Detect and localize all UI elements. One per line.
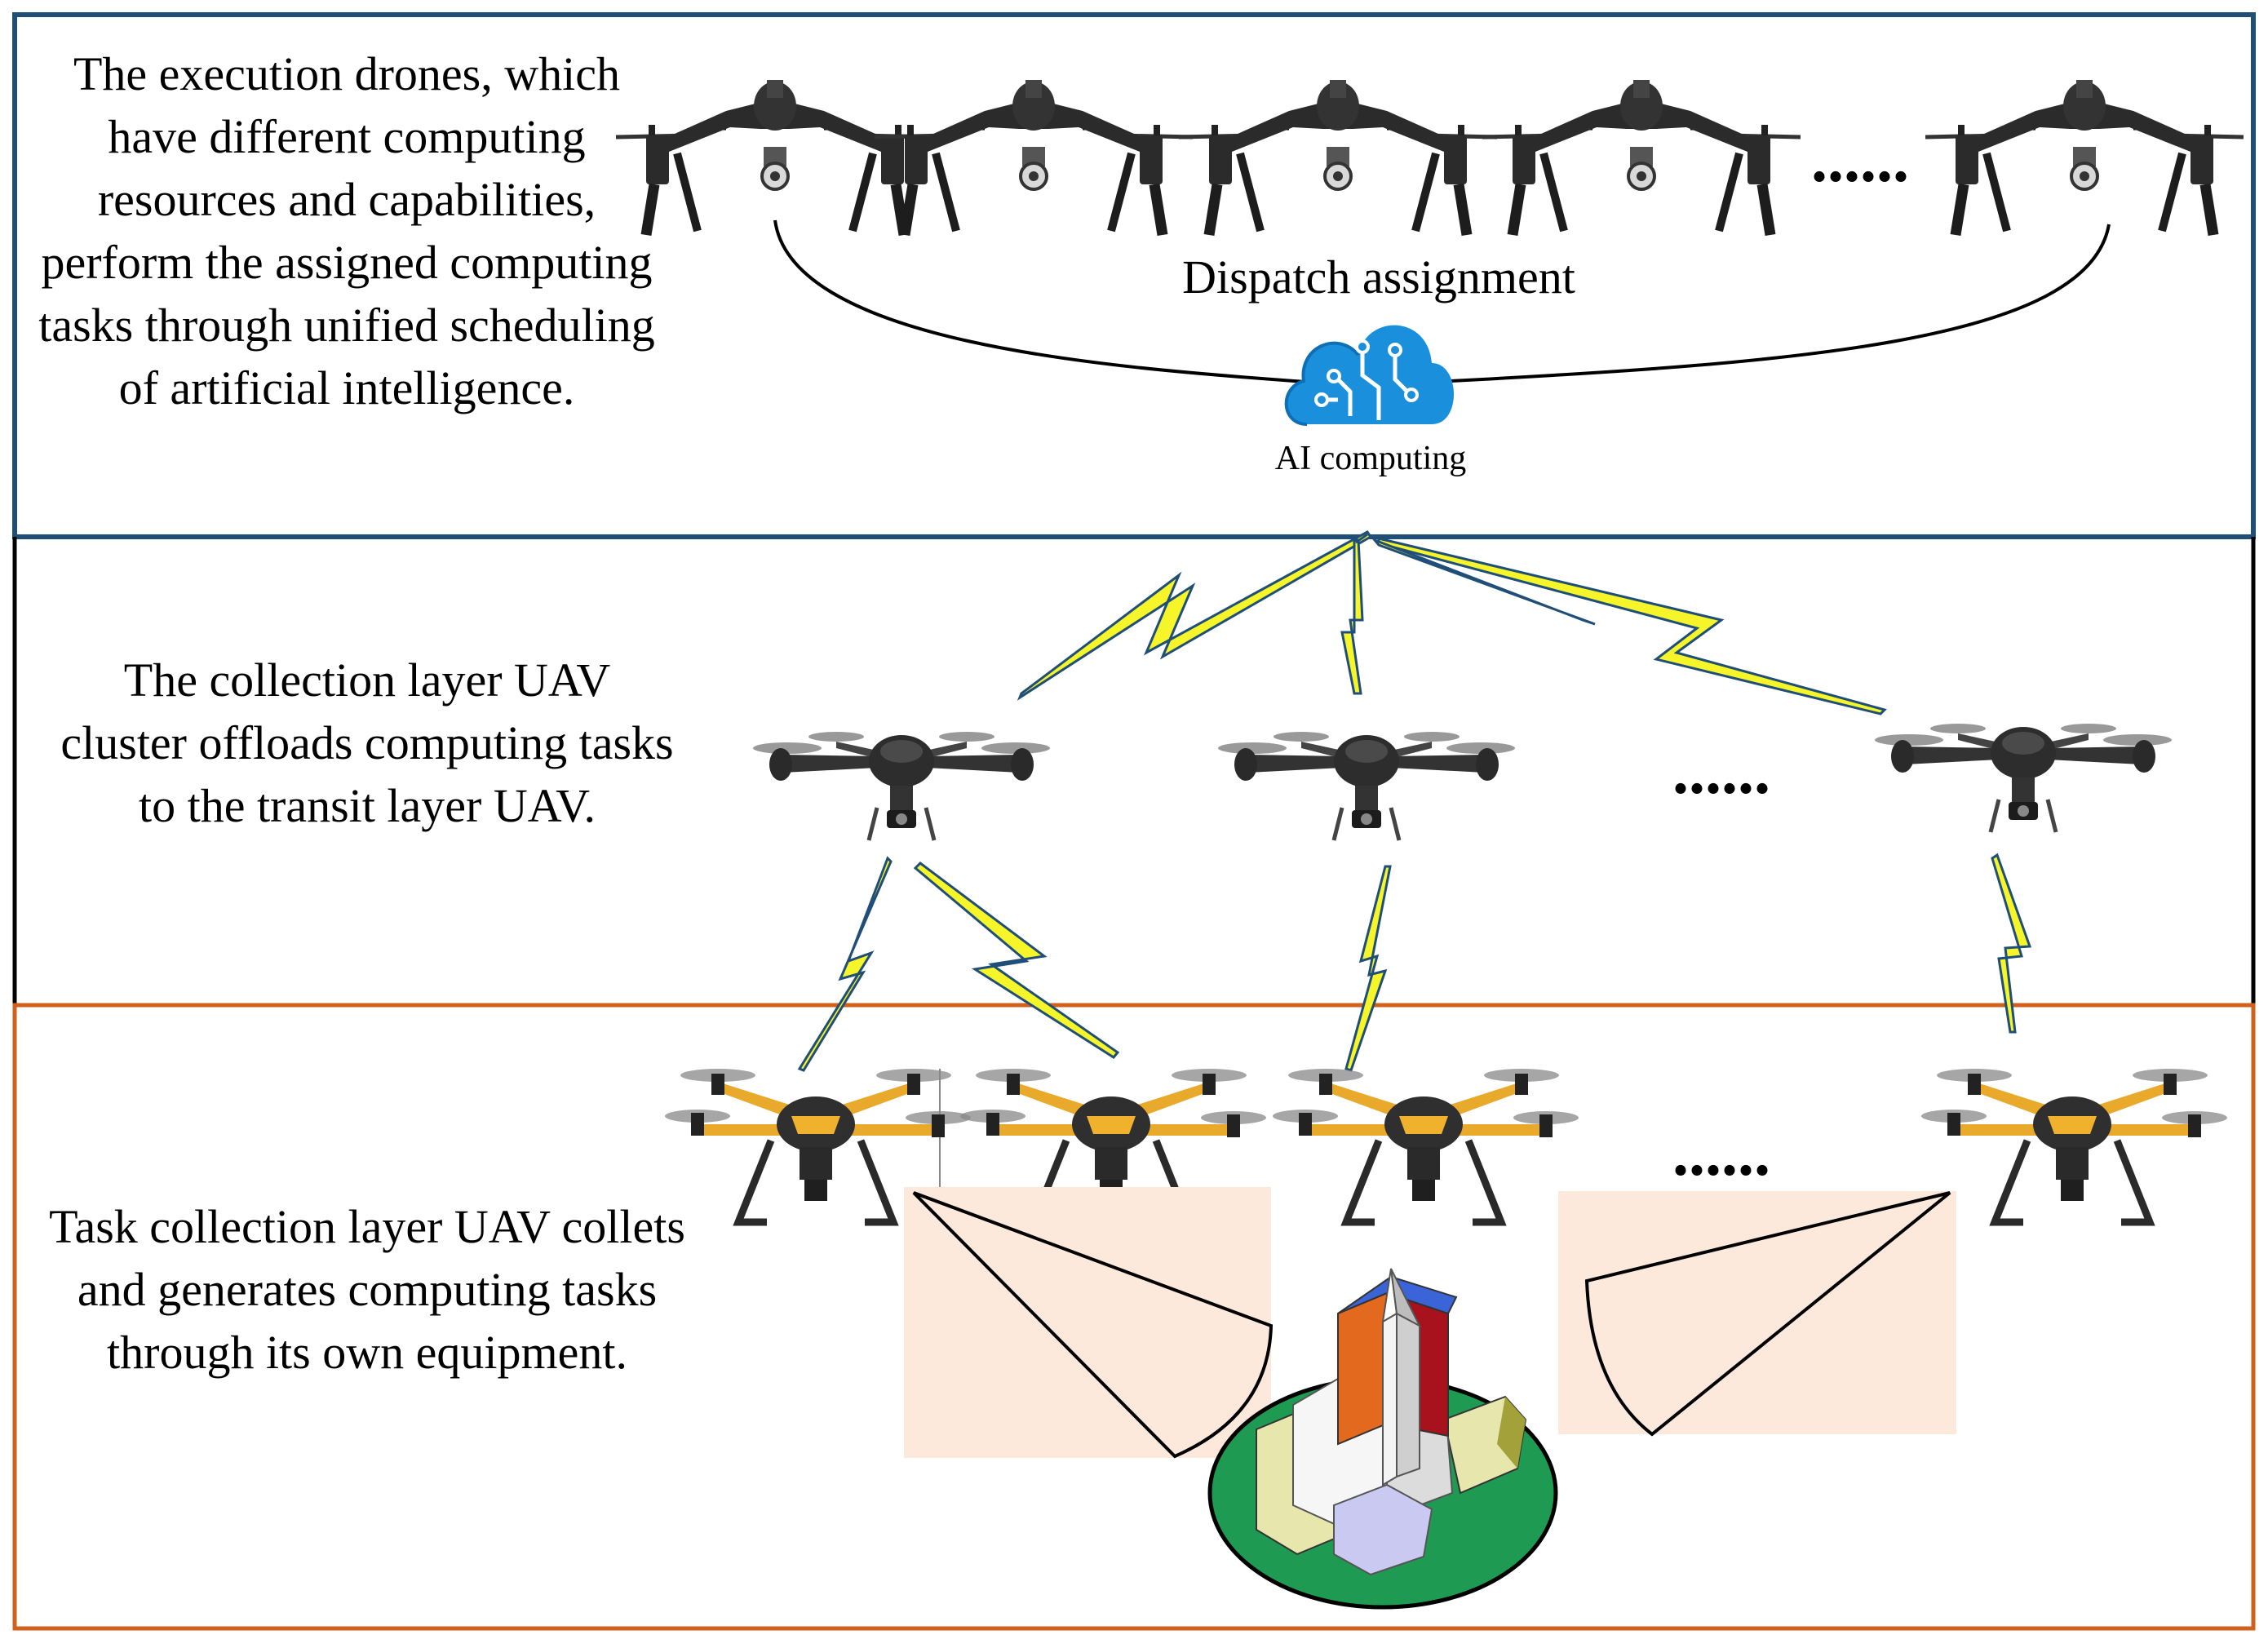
lightning-link-icon xyxy=(797,853,2032,1072)
dispatch-arc-right xyxy=(1435,224,2111,383)
link-origin xyxy=(1355,533,1368,544)
execution-drone-1 xyxy=(616,80,934,235)
sensing-area-right xyxy=(1558,1191,1956,1434)
execution-layer-border xyxy=(12,12,2256,539)
collection-layer-description: Task collection layer UAV collets and ge… xyxy=(49,1200,685,1379)
sensing-cone-right xyxy=(1584,1191,1951,1437)
execution-drone-5 xyxy=(1925,80,2244,235)
collection-layer-border xyxy=(12,1003,2256,1631)
transit-drone-1 xyxy=(753,732,1050,840)
transit-layer-description: The collection layer UAV cluster offload… xyxy=(60,653,674,832)
transit-drone-3 xyxy=(1875,724,2172,832)
transit-ellipsis: ...... xyxy=(1672,736,1770,808)
sensing-cone-left xyxy=(912,1191,1274,1459)
collection-ellipsis: ...... xyxy=(1672,1118,1770,1189)
church-building-icon xyxy=(1207,1268,1558,1610)
collection-drone-4 xyxy=(1921,1069,2227,1222)
execution-drone-3 xyxy=(1179,80,1497,235)
sensing-area-left xyxy=(904,1187,1271,1458)
execution-drone-2 xyxy=(875,80,1193,235)
execution-drone-4 xyxy=(1482,80,1801,235)
execution-ellipsis: ...... xyxy=(1811,124,1909,196)
execution-layer-description: The execution drones, which have differe… xyxy=(38,47,655,414)
transit-drone-2 xyxy=(1218,732,1515,840)
dispatch-arc-left xyxy=(773,219,1306,383)
ai-computing-label: AI computing xyxy=(1274,440,1467,477)
dispatch-assignment-label: Dispatch assignment xyxy=(1182,250,1575,303)
ai-cloud-icon xyxy=(1284,325,1455,426)
lightning-link-icon xyxy=(1017,530,1887,715)
collection-drone-3 xyxy=(1273,1069,1579,1222)
